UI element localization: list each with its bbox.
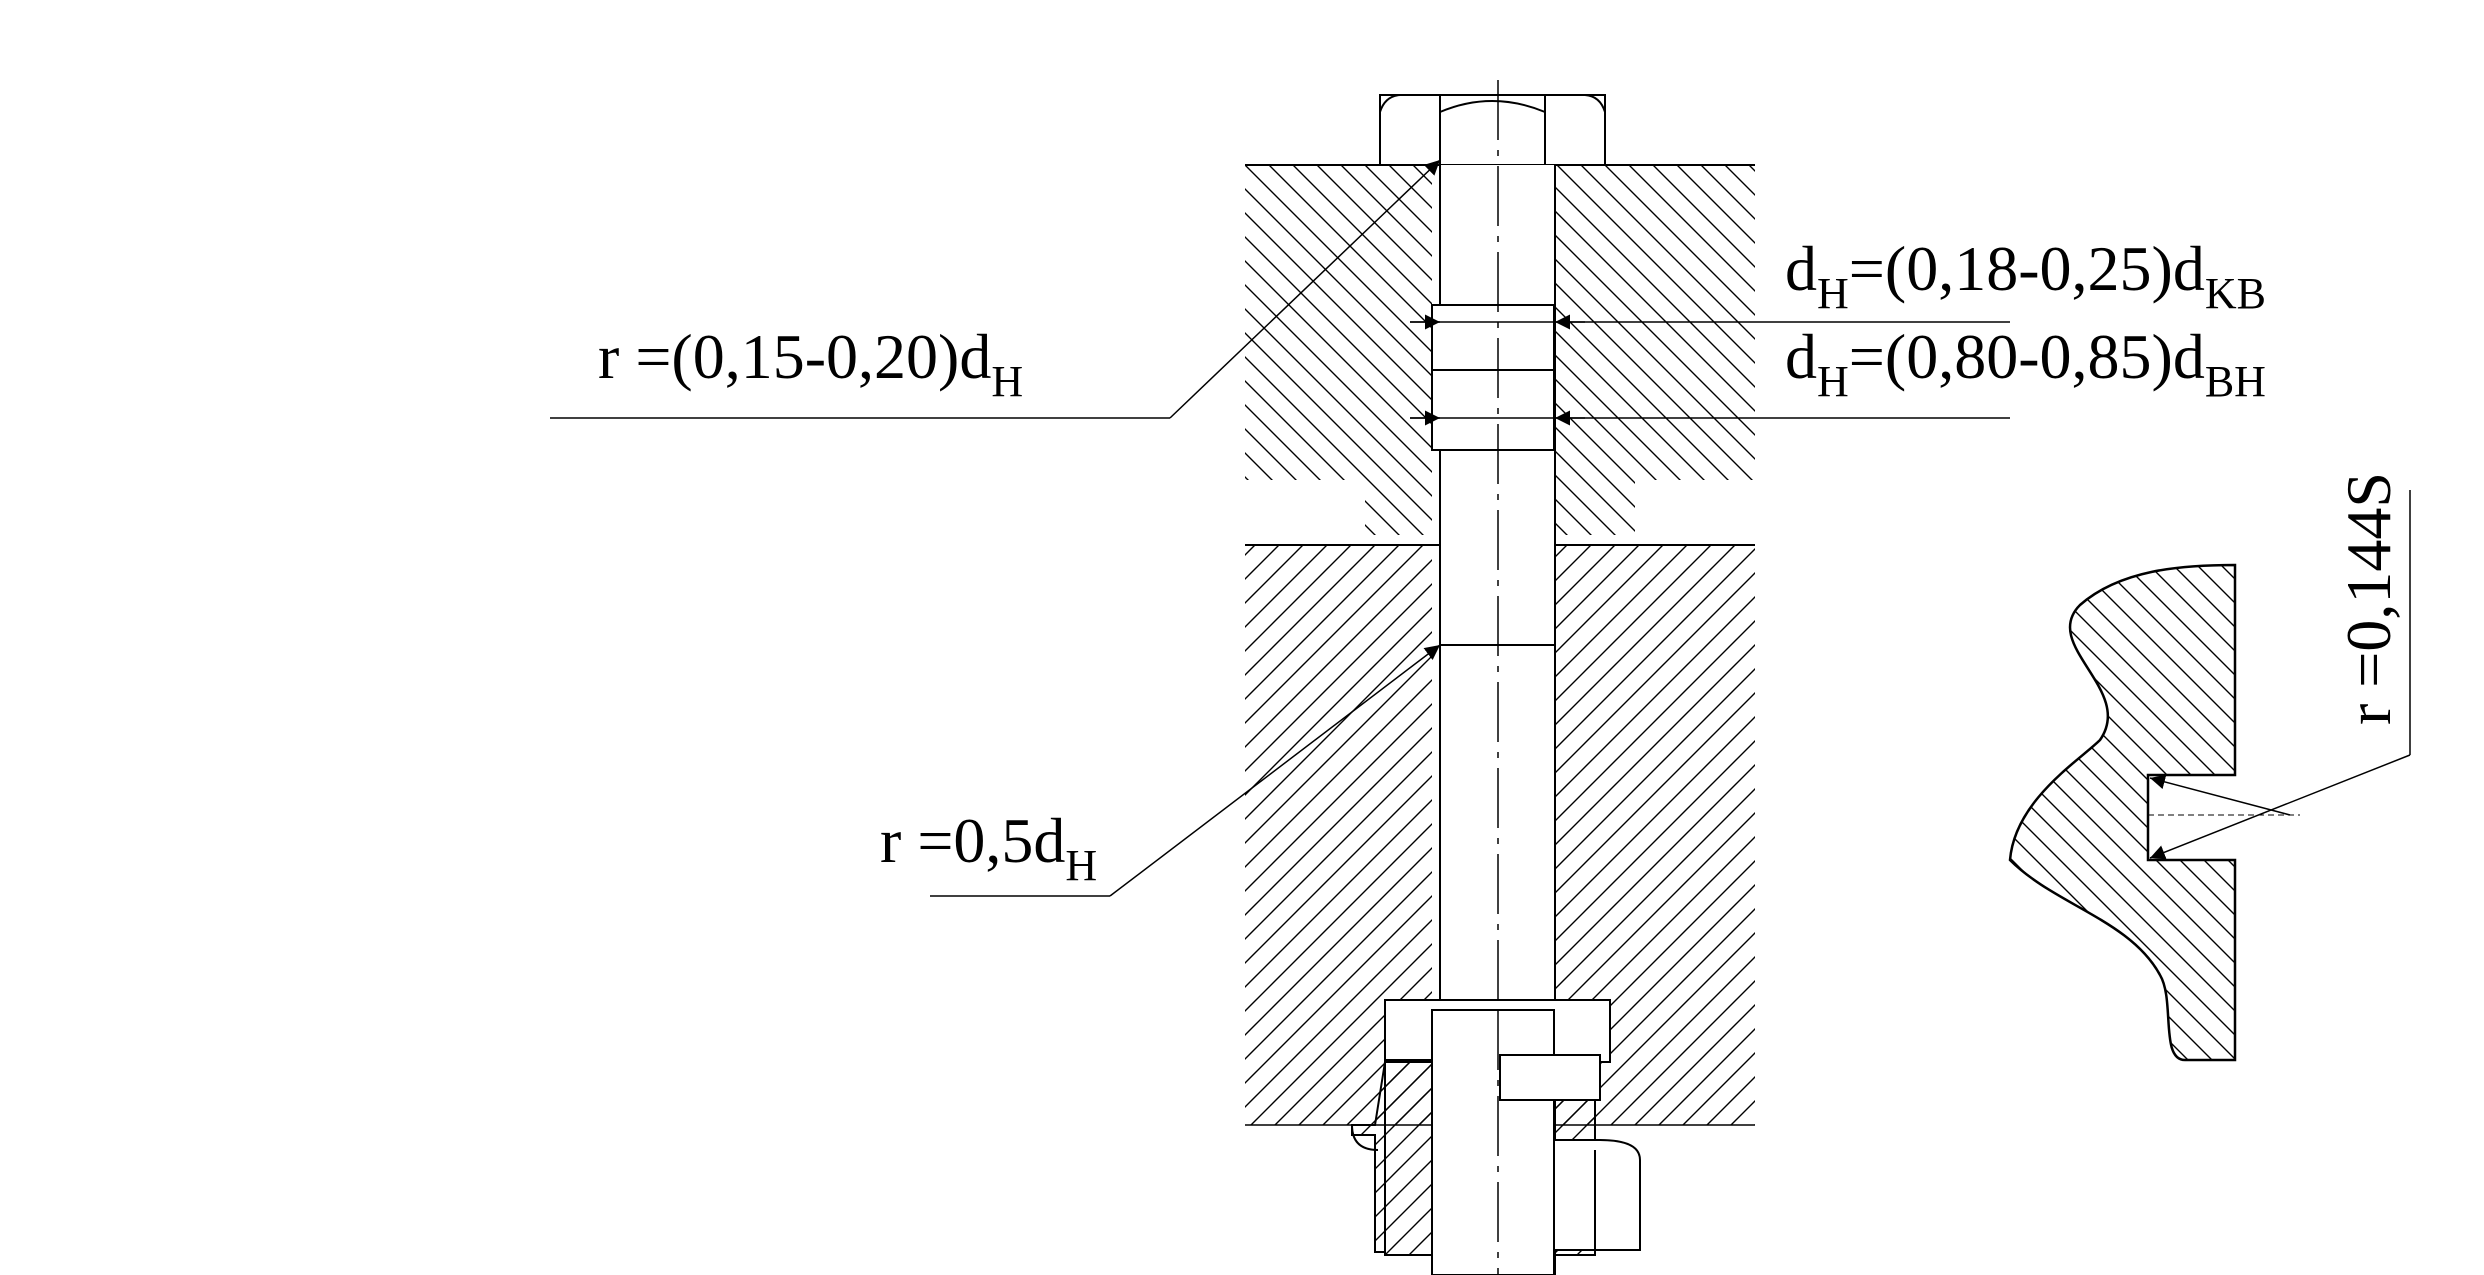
annotation-groove-diameter-kb: dH=(0,18-0,25)dKB bbox=[1785, 233, 2266, 318]
leader-head-radius bbox=[550, 159, 1441, 419]
annotation-groove-diameter-bh: dH=(0,80-0,85)dBH bbox=[1785, 321, 2266, 406]
annotation-thread-radius: r =0,144S bbox=[2333, 472, 2404, 725]
thread-profile-detail bbox=[2008, 563, 2300, 1062]
leader-shank-radius bbox=[930, 644, 1441, 897]
annotation-head-radius: r =(0,15-0,20)dH bbox=[598, 321, 1023, 406]
bolt-head bbox=[1379, 94, 1606, 166]
upper-plate bbox=[1245, 164, 1755, 535]
lower-plate bbox=[1245, 544, 1755, 1126]
annotation-shank-radius: r =0,5dH bbox=[880, 805, 1097, 890]
leader-thread-radius bbox=[2149, 490, 2411, 860]
nut-assembly bbox=[1351, 999, 1641, 1275]
